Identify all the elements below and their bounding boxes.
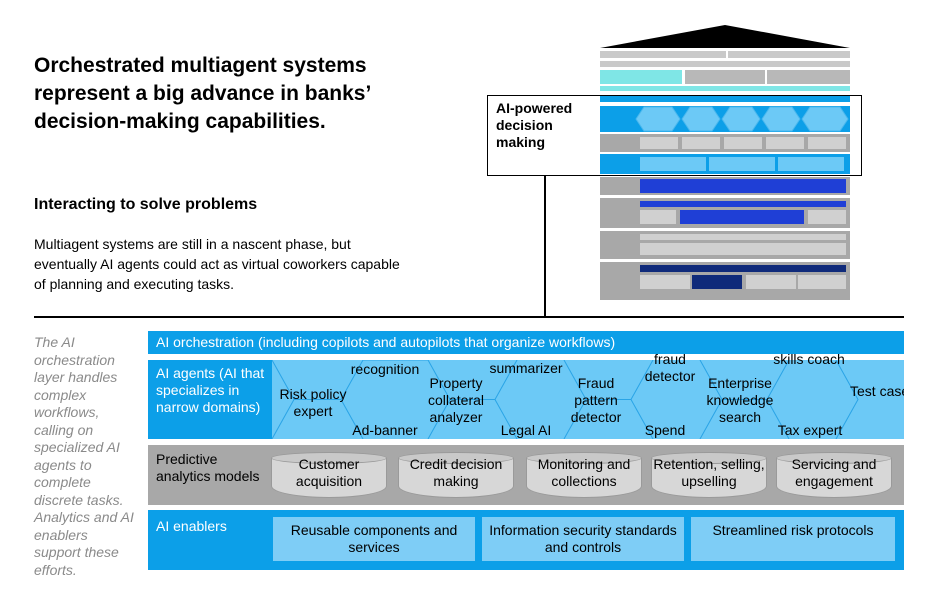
building-floor — [640, 201, 846, 207]
agent-fraud-pattern-detector: Fraud pattern detector — [570, 375, 622, 425]
building-floor — [600, 86, 850, 91]
building-floor — [724, 137, 762, 149]
agents-label-panel: AI agents (AI that specializes in narrow… — [148, 360, 272, 439]
callout-connector — [544, 176, 546, 317]
building-floor — [728, 51, 850, 58]
description-text: Multiagent systems are still in a nascen… — [34, 236, 400, 292]
building-floor — [600, 96, 850, 102]
building-hex-row — [635, 106, 849, 132]
building-floor — [600, 61, 850, 67]
agent-tax-expert: Tax expert — [777, 422, 843, 438]
agents-layer: AI agents (AI that specializes in narrow… — [148, 360, 904, 439]
building-floor — [709, 157, 775, 171]
building-floor — [640, 243, 846, 255]
section-subtitle: Interacting to solve problems — [34, 196, 258, 213]
orchestration-layer: AI orchestration (including copilots and… — [148, 331, 904, 354]
agent-fraud-detector: fraud detector — [644, 351, 696, 384]
model-servicing-engagement: Servicing and engagement — [776, 452, 892, 498]
page-title: Orchestrated multiagent systems represen… — [34, 54, 371, 133]
building-floor — [808, 137, 846, 149]
callout-label: AI-powered decision making — [496, 100, 573, 150]
building-floor — [746, 275, 796, 289]
building-roof — [600, 25, 850, 48]
model-customer-acquisition: Customer acquisition — [271, 452, 387, 498]
building-floor — [640, 275, 690, 289]
agent-test-case-generator: Test case generat — [850, 383, 904, 399]
building-floor — [692, 275, 742, 289]
enabler-reusable-components: Reusable components and services — [273, 517, 475, 561]
building-floor — [640, 179, 846, 193]
enabler-risk-protocols: Streamlined risk protocols — [691, 517, 895, 561]
model-credit-decision-making: Credit decision making — [398, 452, 514, 498]
building-floor — [680, 210, 804, 224]
agent-legal-ai: Legal AI — [500, 422, 552, 438]
building-floor — [640, 210, 676, 224]
building-floor — [600, 70, 682, 84]
agent-summarizer: summarizer — [489, 360, 563, 376]
agent-ad-banner: Ad-banner — [352, 422, 418, 438]
building-floor — [778, 157, 844, 171]
building-floor — [766, 137, 804, 149]
building-floor — [808, 210, 846, 224]
predictive-label: Predictive analytics models — [156, 451, 260, 484]
bank-building-illustration — [600, 25, 850, 300]
agent-property-collateral-analyzer: Property collateral analyzer — [427, 375, 485, 425]
building-floor — [798, 275, 846, 289]
building-floor — [685, 70, 765, 84]
building-floor — [640, 137, 678, 149]
building-floor — [640, 234, 846, 240]
enablers-label: AI enablers — [156, 518, 227, 534]
building-floor — [640, 157, 706, 171]
enabler-information-security: Information security standards and contr… — [482, 517, 684, 561]
agent-enterprise-knowledge-search: Enterprise knowledge search — [706, 375, 774, 425]
agent-skills-coach: skills coach — [773, 351, 845, 367]
model-monitoring-collections: Monitoring and collections — [526, 452, 642, 498]
agents-label: AI agents (AI that specializes in narrow… — [156, 365, 265, 415]
agent-risk-policy-expert: Risk policy expert — [279, 386, 347, 419]
building-floor — [767, 70, 850, 84]
divider-line — [34, 316, 904, 318]
side-note: The AI orchestration layer handles compl… — [34, 334, 134, 578]
building-floor — [640, 265, 846, 272]
building-floor — [682, 137, 720, 149]
model-retention-selling: Retention, selling, upselling — [651, 452, 767, 498]
orchestration-label: AI orchestration (including copilots and… — [156, 334, 616, 350]
agent-recognition: recognition — [350, 361, 420, 377]
building-floor — [600, 51, 726, 58]
agent-spend: Spend — [644, 422, 686, 438]
callout-box — [487, 95, 862, 176]
